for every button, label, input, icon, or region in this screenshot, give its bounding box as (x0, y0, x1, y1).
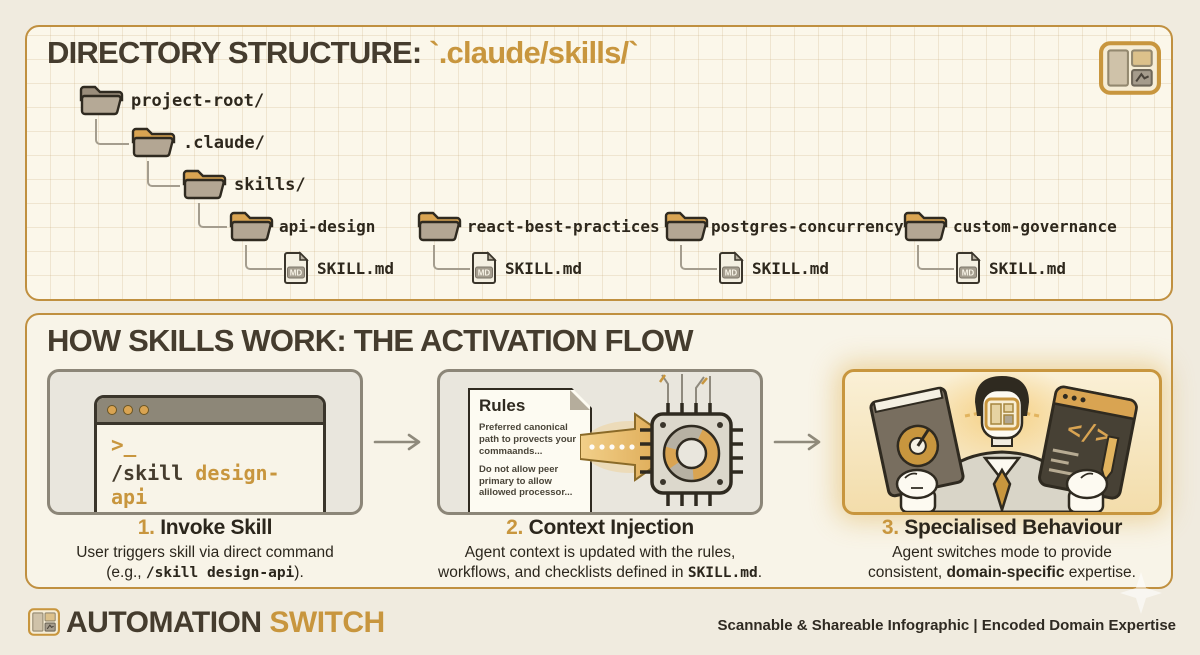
cpu-chip-icon (640, 374, 743, 506)
window-dot-icon (139, 405, 149, 415)
step1-caption: 1. Invoke Skill User triggers skill via … (35, 516, 375, 583)
directory-panel-title: DIRECTORY STRUCTURE: `.claude/skills/` (47, 35, 639, 71)
step2-description: Agent context is updated with the rules,… (438, 544, 762, 582)
footer-tagline: Scannable & Shareable Infographic | Enco… (717, 617, 1176, 634)
tree-item-skill-md: SKILL.md (989, 259, 1067, 278)
folder-icon (415, 209, 463, 243)
tree-item-react-best-practices: react-best-practices (467, 217, 660, 236)
specialised-behaviour-card: </> (842, 369, 1162, 515)
step3-title: 3. Specialised Behaviour (881, 516, 1123, 539)
markdown-file-icon (954, 251, 982, 285)
tree-connector (95, 119, 129, 145)
folder-icon (901, 209, 949, 243)
brand-name-gold: SWITCH (269, 606, 385, 639)
tree-item-api-design: api-design (279, 217, 376, 236)
invoke-skill-card: >_ /skill design-api (47, 369, 363, 515)
context-injection-card: Rules Preferred canonical path to provec… (437, 369, 763, 515)
tree-connector (147, 161, 180, 187)
specialist-illustration: </> (869, 372, 1138, 512)
rules-paragraph: Do not allow peer primary to allow alilo… (479, 463, 573, 499)
tree-connector (245, 245, 282, 270)
rules-document: Rules Preferred canonical path to provec… (468, 388, 592, 515)
folder-icon (227, 209, 275, 243)
step3-caption: 3. Specialised Behaviour Agent switches … (832, 516, 1172, 583)
step2-caption: 2. Context Injection Agent context is up… (430, 516, 770, 583)
step1-title: 1. Invoke Skill (137, 516, 273, 539)
terminal-titlebar (97, 398, 323, 425)
window-dot-icon (107, 405, 117, 415)
tree-connector (433, 245, 470, 270)
step2-title: 2. Context Injection (506, 516, 694, 539)
flow-panel-title: HOW SKILLS WORK: THE ACTIVATION FLOW (47, 323, 693, 358)
brand-name-dark: AUTOMATION (66, 606, 270, 639)
directory-title-path: `.claude/skills/` (429, 35, 638, 70)
markdown-file-icon (470, 251, 498, 285)
folder-icon (129, 125, 177, 159)
folder-icon (77, 83, 125, 117)
tree-item-custom-governance: custom-governance (953, 217, 1117, 236)
terminal-command: /skill design-api (111, 461, 280, 509)
tree-connector (917, 245, 954, 270)
tree-item-skill-md: SKILL.md (317, 259, 395, 278)
flow-arrow-icon (373, 433, 421, 451)
footer-brand-logo-icon (28, 608, 60, 636)
step3-description: Agent switches mode to provide consisten… (868, 544, 1136, 582)
brand-logo-icon (1099, 41, 1161, 95)
directory-title-text: DIRECTORY STRUCTURE: (47, 35, 430, 70)
rules-title: Rules (479, 396, 526, 415)
tree-item-skill-md: SKILL.md (505, 259, 583, 278)
tree-item-skill-md: SKILL.md (752, 259, 830, 278)
footer-brand: AUTOMATION SWITCH (66, 606, 385, 640)
tree-connector (680, 245, 717, 270)
activation-flow-panel: HOW SKILLS WORK: THE ACTIVATION FLOW >_ … (25, 313, 1173, 589)
directory-structure-panel: DIRECTORY STRUCTURE: `.claude/skills/` p… (25, 25, 1173, 301)
rules-paragraph: Preferred canonical path to provects you… (479, 422, 577, 457)
tree-item-skills: skills/ (234, 175, 306, 195)
folder-icon (180, 167, 228, 201)
folder-icon (662, 209, 710, 243)
window-dot-icon (123, 405, 133, 415)
markdown-file-icon (282, 251, 310, 285)
terminal-body: >_ /skill design-api (97, 425, 323, 512)
terminal-prompt: >_ (111, 433, 137, 457)
step1-description: User triggers skill via direct command (… (76, 544, 334, 582)
tree-item-claude: .claude/ (183, 133, 265, 153)
markdown-file-icon (717, 251, 745, 285)
tree-item-postgres-concurrency: postgres-concurrency (711, 217, 904, 236)
terminal-window: >_ /skill design-api (94, 395, 326, 512)
tree-connector (198, 203, 227, 228)
flow-arrow-icon (773, 433, 821, 451)
tree-item-project-root: project-root/ (131, 91, 265, 111)
